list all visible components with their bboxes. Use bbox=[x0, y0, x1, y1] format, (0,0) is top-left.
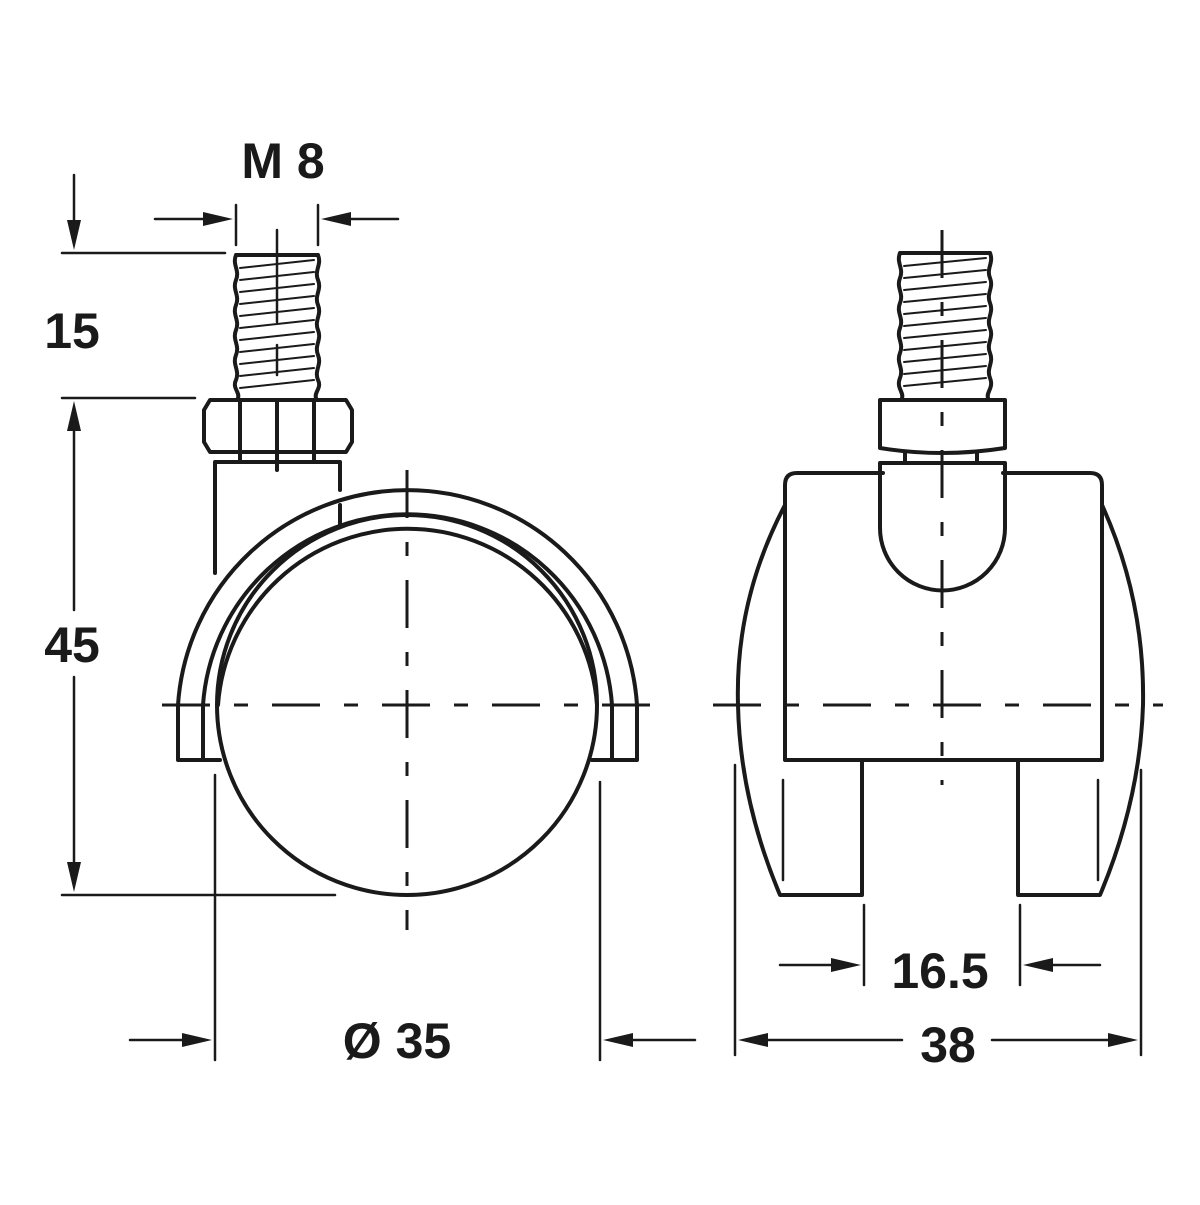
threaded-stem-side bbox=[232, 228, 322, 400]
swivel-neck bbox=[213, 460, 342, 575]
dim-wheel-diameter: Ø 35 bbox=[343, 1013, 451, 1069]
front-view bbox=[713, 230, 1163, 897]
dim-stem-length: 15 bbox=[44, 303, 100, 359]
dim-thread-size: M 8 bbox=[241, 133, 324, 189]
dimensions-front: 16.5 38 bbox=[733, 763, 1143, 1073]
hex-nut-side bbox=[202, 398, 354, 472]
hex-nut-front bbox=[878, 398, 1007, 464]
wheel-caps-front bbox=[735, 503, 1146, 897]
dim-overall-height: 45 bbox=[44, 617, 100, 673]
side-view bbox=[162, 228, 660, 930]
fork-body-front bbox=[783, 461, 1104, 762]
dim-overall-width: 38 bbox=[920, 1017, 976, 1073]
dimensions-side: M 8 15 45 Ø 35 bbox=[44, 133, 697, 1069]
dim-inner-gap: 16.5 bbox=[891, 943, 988, 999]
threaded-stem-front bbox=[896, 251, 994, 400]
